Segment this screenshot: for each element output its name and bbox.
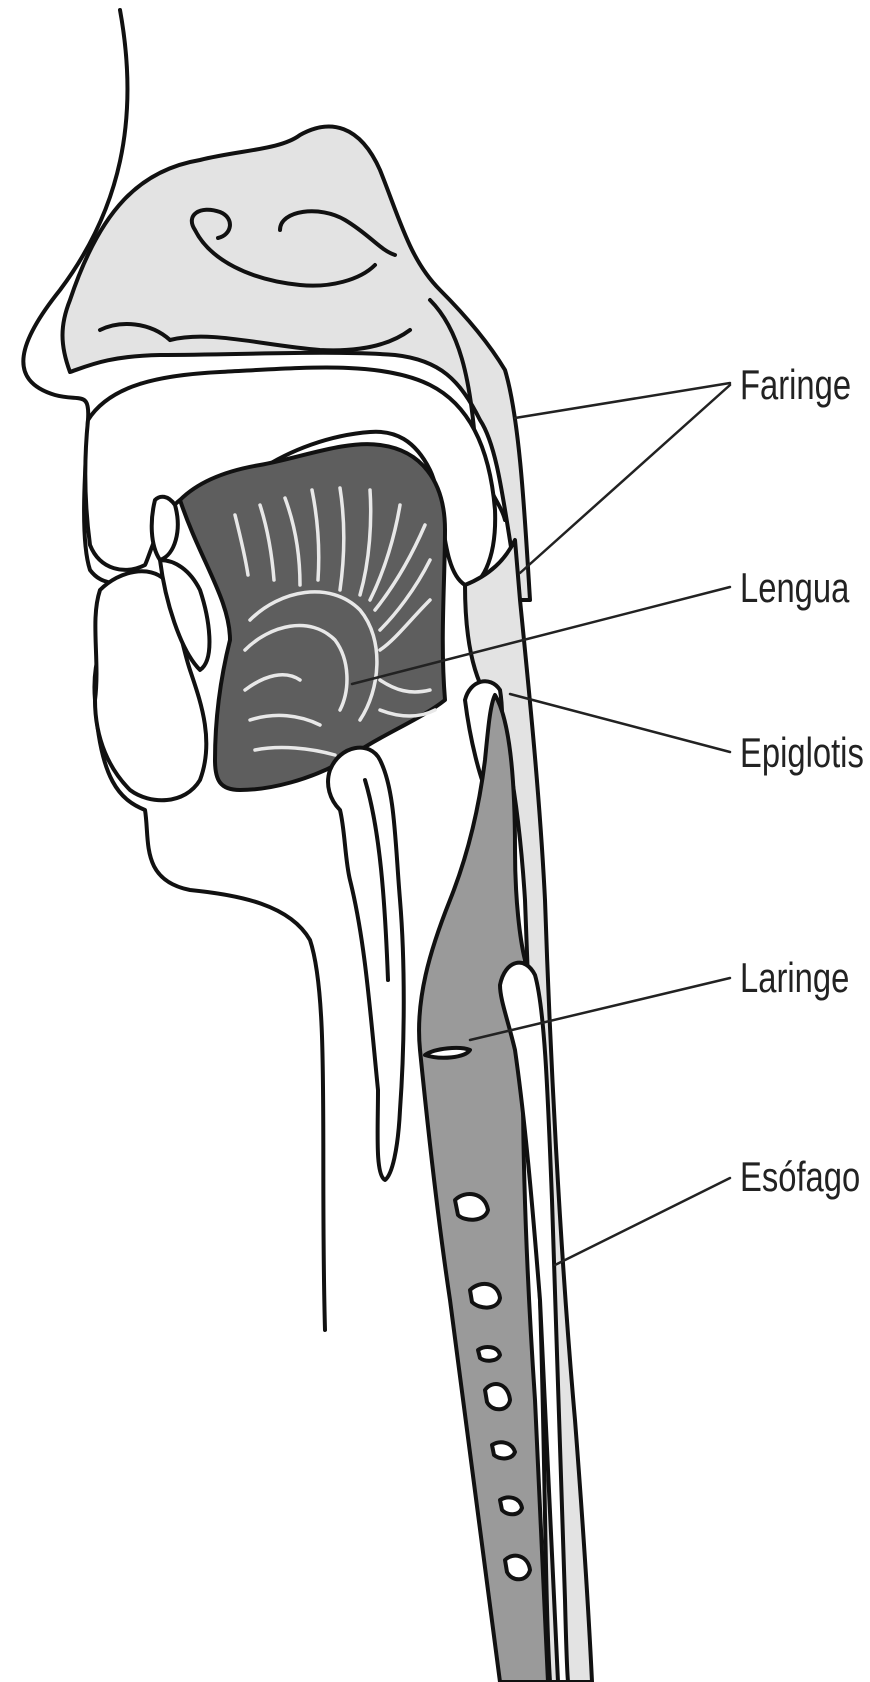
upper-incisor: [152, 497, 178, 560]
leader-esofago: [555, 1178, 730, 1265]
label-laringe: Laringe: [740, 957, 849, 999]
label-faringe: Faringe: [740, 364, 851, 406]
leader-epiglotis: [510, 694, 730, 752]
hyoid-structure: [328, 748, 404, 1180]
label-esofago: Esófago: [740, 1156, 860, 1198]
label-lengua: Lengua: [740, 567, 849, 609]
label-epiglotis: Epiglotis: [740, 732, 864, 774]
